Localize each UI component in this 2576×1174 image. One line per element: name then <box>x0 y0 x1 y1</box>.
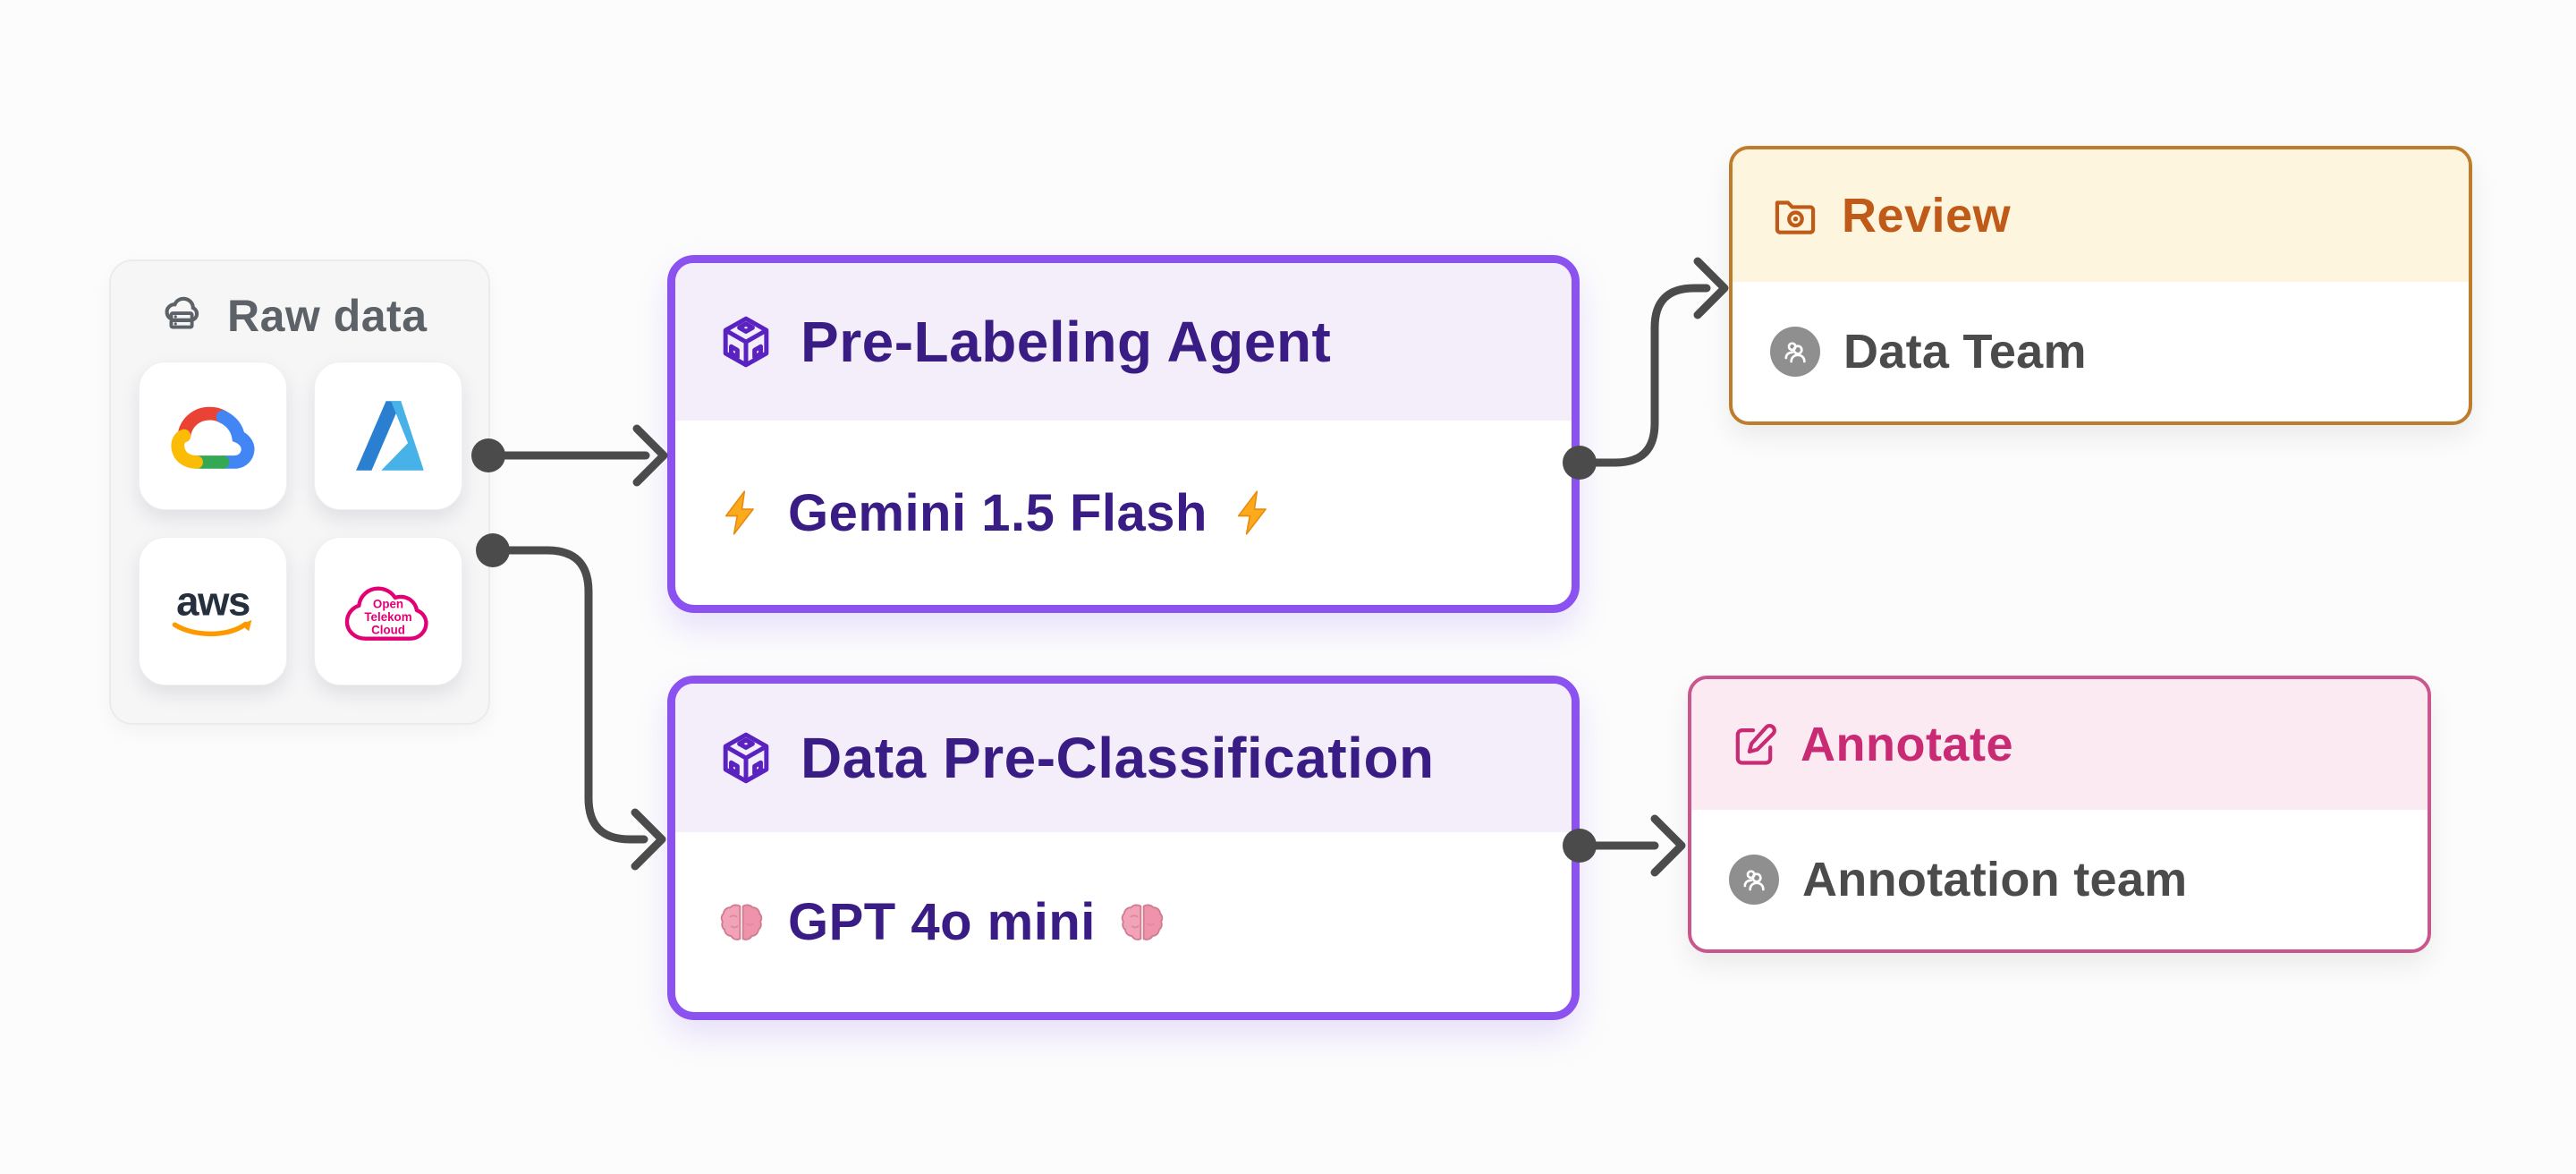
raw-data-label: Raw data <box>227 291 428 341</box>
otc-line-3: Cloud <box>371 623 405 636</box>
member-row: Data Team <box>1770 324 2087 379</box>
aws-logo: aws <box>172 579 252 637</box>
model-name: GPT 4o mini <box>788 893 1096 951</box>
edge-rawdata-to-preclassification <box>476 533 666 871</box>
node-review[interactable]: Review Data Team <box>1729 146 2472 425</box>
node-title: Review <box>1842 189 2012 242</box>
folder-eye-icon <box>1775 200 1816 234</box>
connection-port[interactable] <box>1563 446 1597 480</box>
aws-wordmark: aws <box>176 579 250 625</box>
cloud-server-icon <box>165 296 199 329</box>
raw-data-group[interactable]: Raw data <box>109 259 490 725</box>
node-header: Review <box>1733 149 2469 282</box>
team-avatar <box>1770 327 1820 377</box>
provider-tile-azure <box>314 362 462 510</box>
lightning-emoji <box>716 488 767 538</box>
azure-logo <box>356 401 424 471</box>
node-title: Data Pre-Classification <box>801 726 1435 790</box>
team-name: Data Team <box>1843 325 2087 379</box>
model-line: Gemini 1.5 Flash <box>716 483 1279 543</box>
raw-data-header: Raw data <box>111 261 488 342</box>
member-row: Annotation team <box>1729 852 2188 907</box>
node-header: Annotate <box>1691 679 2428 810</box>
cube-icon <box>723 316 769 368</box>
node-body: Gemini 1.5 Flash <box>675 421 1572 605</box>
brain-emoji <box>1117 898 1167 948</box>
team-name: Annotation team <box>1802 853 2188 906</box>
provider-tile-open-telekom-cloud: Open Telekom Cloud <box>314 537 462 685</box>
cube-icon <box>723 732 769 784</box>
node-annotate[interactable]: Annotate Annotation team <box>1688 676 2431 953</box>
connection-port[interactable] <box>476 533 510 567</box>
node-body: Annotation team <box>1691 810 2428 949</box>
otc-line-2: Telekom <box>364 610 411 624</box>
model-line: GPT 4o mini <box>716 892 1167 952</box>
node-header: Pre-Labeling Agent <box>675 263 1572 421</box>
lightning-emoji <box>1229 488 1279 538</box>
edit-square-icon <box>1735 723 1776 765</box>
node-title: Pre-Labeling Agent <box>801 310 1332 374</box>
node-pre-labeling-agent[interactable]: Pre-Labeling Agent Gemini 1.5 Flash <box>667 255 1580 613</box>
google-cloud-logo <box>171 406 255 469</box>
provider-tile-google-cloud <box>139 362 287 510</box>
node-title: Annotate <box>1801 718 2013 771</box>
edge-rawdata-to-prelabeling <box>471 424 668 487</box>
node-body: Data Team <box>1733 282 2469 421</box>
edge-preclassification-to-annotate <box>1563 814 1686 877</box>
model-name: Gemini 1.5 Flash <box>788 483 1208 542</box>
node-data-pre-classification[interactable]: Data Pre-Classification GPT 4o mini <box>667 676 1580 1020</box>
node-body: GPT 4o mini <box>675 832 1572 1012</box>
brain-emoji <box>716 898 767 948</box>
provider-tile-aws: aws <box>139 537 287 685</box>
connection-port[interactable] <box>471 438 505 472</box>
provider-grid: aws Open Telekom Cloud <box>139 362 488 685</box>
otc-line-1: Open <box>373 597 403 610</box>
team-avatar <box>1729 855 1779 905</box>
edge-prelabeling-to-review <box>1563 257 1729 480</box>
node-header: Data Pre-Classification <box>675 684 1572 832</box>
connection-port[interactable] <box>1563 829 1597 863</box>
open-telekom-cloud-logo: Open Telekom Cloud <box>344 586 428 641</box>
